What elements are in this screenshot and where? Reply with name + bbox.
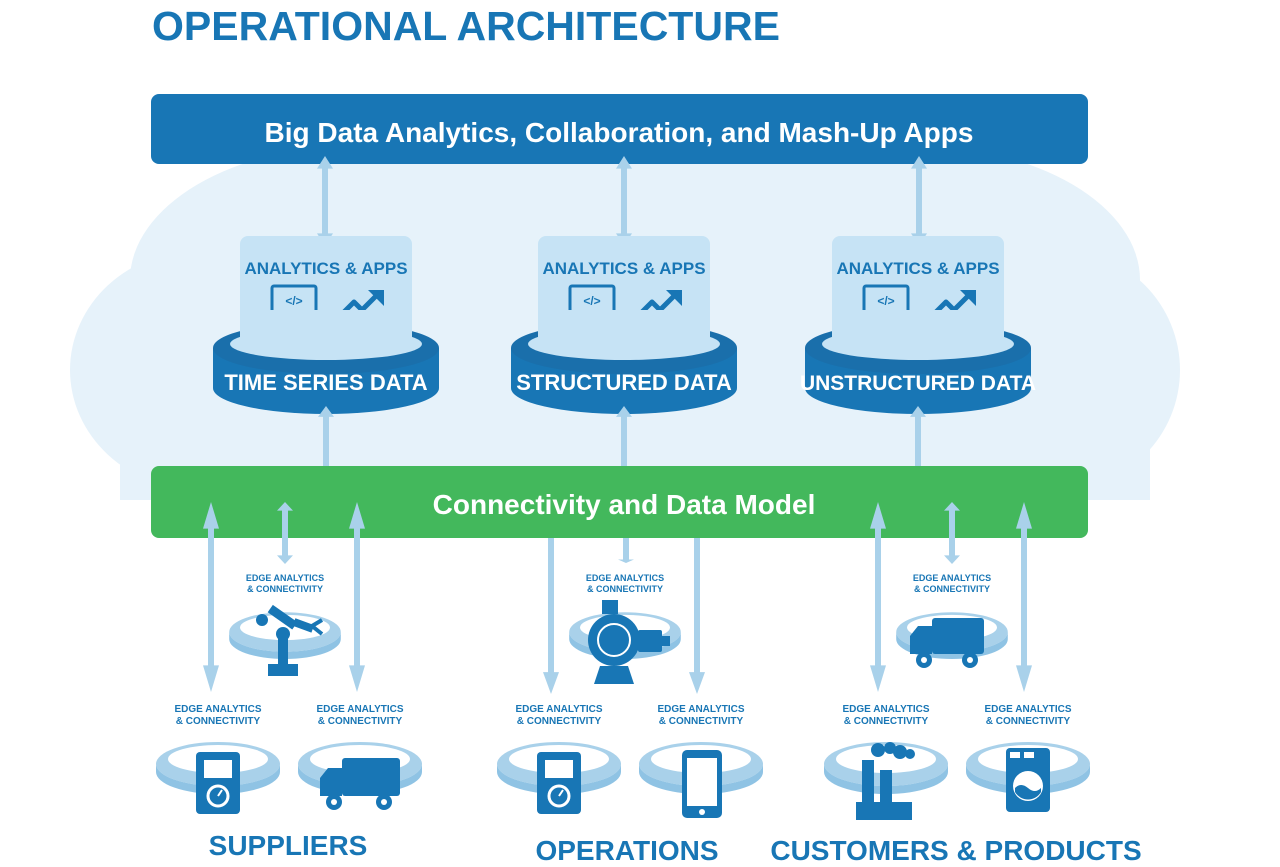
edge-node: EDGE ANALYTICS & CONNECTIVITY xyxy=(639,704,763,818)
edge-label-line2: & CONNECTIVITY xyxy=(587,584,663,594)
edge-node: EDGE ANALYTICS & CONNECTIVITY xyxy=(298,704,422,810)
edge-node: EDGE ANALYTICS & CONNECTIVITY xyxy=(896,573,1008,668)
svg-text:</>: </> xyxy=(877,294,894,308)
connectivity-bar-label: Connectivity and Data Model xyxy=(433,489,816,520)
edge-node: EDGE ANALYTICS & CONNECTIVITY xyxy=(229,573,341,676)
analytics-label: ANALYTICS & APPS xyxy=(542,259,705,278)
svg-text:</>: </> xyxy=(285,294,302,308)
arrow-operations-right xyxy=(689,538,705,694)
edge-label-line2: & CONNECTIVITY xyxy=(176,716,261,727)
trend-up-icon xyxy=(338,290,384,318)
group-label: OPERATIONS xyxy=(535,835,718,866)
group-label: CUSTOMERS & PRODUCTS xyxy=(770,835,1141,866)
meter-icon xyxy=(537,752,581,814)
top-apps-bar-label: Big Data Analytics, Collaboration, and M… xyxy=(265,117,974,148)
edge-label-line1: EDGE ANALYTICS xyxy=(657,704,744,715)
edge-label-line2: & CONNECTIVITY xyxy=(914,584,990,594)
edge-label-line2: & CONNECTIVITY xyxy=(986,716,1071,727)
data-store-structured: ANALYTICS & APPS </> STRUCTURED DATA xyxy=(511,236,737,414)
page-title: OPERATIONAL ARCHITECTURE xyxy=(152,3,780,49)
arrow-operations-center xyxy=(618,538,634,563)
edge-label-line2: & CONNECTIVITY xyxy=(844,716,929,727)
pump-icon xyxy=(588,600,670,684)
edge-node: EDGE ANALYTICS & CONNECTIVITY xyxy=(966,704,1090,812)
truck-icon xyxy=(320,758,400,810)
analytics-label: ANALYTICS & APPS xyxy=(836,259,999,278)
data-store-time-series: ANALYTICS & APPS </> TIME SERIES DATA xyxy=(213,236,439,414)
edge-label-line1: EDGE ANALYTICS xyxy=(984,704,1071,715)
group-suppliers: EDGE ANALYTICS & CONNECTIVITY EDGE ANALY… xyxy=(156,573,422,861)
edge-label-line1: EDGE ANALYTICS xyxy=(316,704,403,715)
edge-label-line2: & CONNECTIVITY xyxy=(318,716,403,727)
edge-label-line1: EDGE ANALYTICS xyxy=(842,704,929,715)
data-store-label: TIME SERIES DATA xyxy=(224,370,427,395)
edge-label-line1: EDGE ANALYTICS xyxy=(515,704,602,715)
top-apps-bar: Big Data Analytics, Collaboration, and M… xyxy=(151,94,1088,164)
meter-icon xyxy=(196,752,240,814)
arrow-operations-left xyxy=(543,538,559,694)
svg-text:</>: </> xyxy=(583,294,600,308)
edge-node: EDGE ANALYTICS & CONNECTIVITY xyxy=(497,704,621,814)
edge-node: EDGE ANALYTICS & CONNECTIVITY xyxy=(824,704,948,820)
edge-label-line1: EDGE ANALYTICS xyxy=(174,704,261,715)
group-customers-products: EDGE ANALYTICS & CONNECTIVITY EDGE ANALY… xyxy=(770,573,1141,866)
analytics-label: ANALYTICS & APPS xyxy=(244,259,407,278)
robot-arm-icon xyxy=(256,604,324,676)
edge-label-line2: & CONNECTIVITY xyxy=(247,584,323,594)
edge-label-line2: & CONNECTIVITY xyxy=(517,716,602,727)
edge-label-line1: EDGE ANALYTICS xyxy=(246,573,324,583)
connectivity-bar: Connectivity and Data Model xyxy=(151,466,1088,538)
edge-label-line1: EDGE ANALYTICS xyxy=(586,573,664,583)
data-store-label: STRUCTURED DATA xyxy=(516,370,732,395)
trend-up-icon xyxy=(636,290,682,318)
edge-node: EDGE ANALYTICS & CONNECTIVITY xyxy=(156,704,280,814)
tablet-icon xyxy=(682,750,722,818)
data-store-label: UNSTRUCTURED DATA xyxy=(800,372,1036,395)
data-store-unstructured: ANALYTICS & APPS </> UNSTRUCTURED DATA xyxy=(800,236,1036,414)
group-label: SUPPLIERS xyxy=(209,830,368,861)
edge-label-line1: EDGE ANALYTICS xyxy=(913,573,991,583)
truck-icon xyxy=(910,618,984,668)
group-operations: EDGE ANALYTICS & CONNECTIVITY EDGE ANALY… xyxy=(497,573,763,866)
edge-node: EDGE ANALYTICS & CONNECTIVITY xyxy=(569,573,681,684)
washing-machine-icon xyxy=(1006,748,1050,812)
trend-up-icon xyxy=(930,290,976,318)
factory-icon xyxy=(856,742,915,820)
edge-label-line2: & CONNECTIVITY xyxy=(659,716,744,727)
